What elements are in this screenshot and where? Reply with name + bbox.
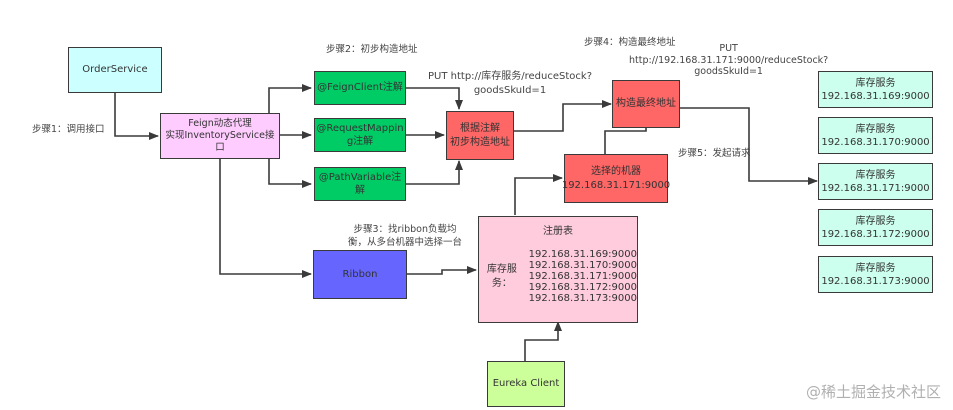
registry-address-list: 192.168.31.169:9000 192.168.31.170:9000 … (529, 249, 637, 304)
registry-address: 192.168.31.171:9000 (528, 271, 637, 282)
registry-address: 192.168.31.169:9000 (528, 249, 637, 260)
registry-node: 注册表 库存服务： 192.168.31.169:9000 192.168.31… (478, 216, 638, 323)
edge-order-to-feign (114, 92, 159, 140)
edge-registry-to-selected (514, 174, 563, 215)
inventory-service-node: 库存服务 192.168.31.170:9000 (818, 117, 933, 154)
watermark: @稀土掘金技术社区 (805, 383, 941, 401)
initial-address-node: 根据注解 初步构造地址 (446, 111, 514, 160)
path-variable-line-2: 解 (355, 185, 365, 196)
inventory-service-node: 库存服务 192.168.31.169:9000 (818, 71, 933, 108)
edge-initial-to-final (514, 100, 612, 132)
step3-line-2: 衡，从多台机器中选择一台 (348, 237, 463, 248)
edge-ribbon-to-registry (407, 266, 477, 275)
registry-title: 注册表 (543, 226, 573, 237)
inventory-service-node: 库存服务 192.168.31.171:9000 (818, 163, 933, 200)
final-url-label: PUT http://192.168.31.171:9000/reduceSto… (629, 43, 828, 78)
edge-feign-to-ribbon (219, 158, 312, 278)
inventory-service-node: 库存服务 192.168.31.173:9000 (818, 256, 933, 293)
registry-address: 192.168.31.172:9000 (528, 282, 637, 293)
initial-url-line-1: PUT http://库存服务/reduceStock? (428, 71, 593, 82)
eureka-client-node: Eureka Client (487, 361, 565, 407)
feign-client-annotation-node: @FeignClient注解 (314, 71, 406, 105)
final-address-node: 构造最终地址 (612, 80, 680, 128)
step3-label: 步骤3：找ribbon负载均 衡，从多台机器中选择一台 (348, 223, 462, 249)
final-url-line-3: goodsSkuId=1 (694, 66, 763, 77)
inventory-service-address: 192.168.31.170:9000 (821, 136, 930, 148)
path-variable-annotation-node: @PathVariable注 解 (314, 167, 406, 201)
inventory-service-node: 库存服务 192.168.31.172:9000 (818, 209, 933, 246)
inventory-service-name: 库存服务 (855, 215, 896, 227)
step2-label: 步骤2：初步构造地址 (326, 44, 418, 55)
eureka-client-label: Eureka Client (492, 378, 560, 389)
selected-machine-node: 选择的机器 192.168.31.171:9000 (561, 154, 671, 203)
inventory-service-address: 192.168.31.169:9000 (821, 90, 930, 102)
initial-url-label: PUT http://库存服务/reduceStock? goodsSkuId=… (428, 70, 592, 98)
step5-label: 步骤5：发起请求 (678, 148, 751, 159)
edge-feign-to-pathvariable (268, 158, 312, 188)
ribbon-label: Ribbon (342, 268, 378, 280)
edge-feign-to-feignclient (268, 84, 312, 114)
step1-label: 步骤1：调用接口 (32, 124, 105, 135)
step4-label: 步骤4：构造最终地址 (584, 37, 676, 48)
feign-proxy-node: Feign动态代理 实现InventoryService接 口 (160, 113, 280, 159)
final-url-line-2: http://192.168.31.171:9000/reduceStock? (629, 54, 829, 66)
initial-url-line-2: goodsSkuId=1 (473, 85, 547, 96)
inventory-service-name: 库存服务 (855, 262, 896, 274)
final-url-line-1: PUT (719, 43, 738, 54)
feign-proxy-line-2: 实现InventoryService接 (165, 130, 275, 141)
edge-pathvariable-to-initial (405, 160, 463, 185)
feign-client-label: @FeignClient注解 (317, 82, 403, 93)
edge-final-to-service171 (679, 107, 818, 185)
edge-feignclient-to-initial (405, 87, 463, 110)
order-service-label: OrderService (82, 64, 148, 75)
feign-proxy-line-1: Feign动态代理 (188, 118, 252, 129)
request-mapping-line-1: @RequestMappin (316, 123, 404, 134)
final-address-label: 构造最终地址 (616, 98, 676, 109)
selected-machine-line-1: 选择的机器 (591, 165, 641, 177)
inventory-service-address: 192.168.31.173:9000 (821, 275, 930, 287)
initial-address-line-1: 根据注解 (460, 122, 500, 134)
edge-eureka-to-registry (524, 321, 562, 361)
feign-proxy-line-3: 口 (215, 142, 225, 153)
initial-address-line-2: 初步构造地址 (450, 136, 510, 148)
request-mapping-line-2: g注解 (346, 136, 374, 147)
step3-line-1: 步骤3：找ribbon负载均 (353, 224, 457, 235)
registry-service-label: 库存服务： (486, 263, 517, 289)
request-mapping-annotation-node: @RequestMappin g注解 (314, 118, 406, 152)
inventory-service-name: 库存服务 (855, 123, 896, 135)
order-service-node: OrderService (68, 47, 162, 93)
path-variable-line-1: @PathVariable注 (318, 172, 402, 183)
inventory-service-name: 库存服务 (855, 77, 896, 89)
registry-address: 192.168.31.173:9000 (528, 293, 637, 304)
inventory-service-address: 192.168.31.172:9000 (821, 228, 930, 240)
ribbon-node: Ribbon (313, 250, 407, 299)
selected-machine-line-2: 192.168.31.171:9000 (561, 179, 671, 191)
inventory-service-address: 192.168.31.171:9000 (821, 182, 930, 194)
registry-address: 192.168.31.170:9000 (528, 260, 637, 271)
registry-entries: 库存服务： 192.168.31.169:9000 192.168.31.170… (479, 249, 637, 304)
inventory-service-name: 库存服务 (855, 169, 896, 181)
